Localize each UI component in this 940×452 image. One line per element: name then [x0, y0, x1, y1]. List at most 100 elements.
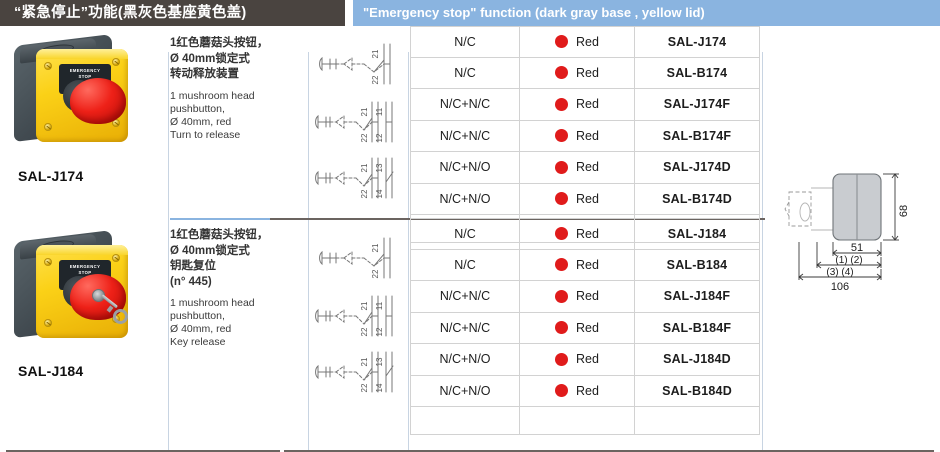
- color-label: Red: [576, 128, 599, 143]
- terminal-label: 11: [375, 107, 384, 116]
- table-row[interactable]: N/C+N/O Red SAL-J174D: [410, 152, 760, 184]
- cell-part-code: SAL-J184: [635, 219, 760, 249]
- color-label: Red: [576, 320, 599, 335]
- cell-contact: N/C+N/C: [410, 89, 520, 120]
- schematic-nc-plus-no-contact: 21 22 13 14: [315, 351, 394, 393]
- column-separator-table: [762, 52, 763, 450]
- color-label: Red: [576, 257, 599, 272]
- lid-bevel: [36, 245, 128, 255]
- schematic-single-nc-contact: 21 22: [319, 43, 391, 85]
- group-divider: [170, 218, 765, 220]
- cell-part-code: SAL-B174: [635, 57, 760, 88]
- color-label: Red: [576, 289, 599, 304]
- dimension-label-1-2: (1) (2): [835, 255, 862, 266]
- terminal-label: 14: [375, 189, 384, 198]
- color-label: Red: [576, 160, 599, 175]
- product-photo-cell: EMERGENCY STOP SAL-J174: [0, 26, 170, 218]
- cell-part-code: SAL-B184: [635, 249, 760, 280]
- cell-part-code: SAL-B174D: [635, 183, 760, 214]
- product-part-label: SAL-J184: [18, 363, 84, 379]
- red-dot-icon: [555, 66, 569, 80]
- red-dot-icon: [555, 227, 569, 241]
- table-row[interactable]: N/C+N/C Red SAL-B184F: [410, 312, 760, 344]
- table-row[interactable]: N/C+N/C Red SAL-J174F: [410, 89, 760, 121]
- header-gap: [345, 0, 353, 26]
- table-row[interactable]: N/C Red SAL-B174: [410, 57, 760, 89]
- table-row[interactable]: N/C+N/C Red SAL-B174F: [410, 120, 760, 152]
- screw-icon: [112, 58, 120, 66]
- description-chinese: 1红色蘑菇头按钮， Ø 40mm锁定式 钥匙复位 (n° 445): [170, 229, 269, 288]
- schematic-cell: 21 22 21 22 11 12: [310, 218, 410, 408]
- cell-color: Red: [520, 27, 635, 57]
- red-dot-icon: [555, 384, 569, 398]
- cell-contact: N/C: [410, 219, 520, 249]
- table-row[interactable]: N/C Red SAL-B184: [410, 249, 760, 281]
- red-dot-icon: [555, 289, 569, 303]
- dimension-depth: 51: [851, 242, 863, 254]
- emergency-stop-station-icon: EMERGENCY STOP: [14, 33, 132, 143]
- table-row[interactable]: N/C+N/O Red SAL-B184D: [410, 375, 760, 407]
- table-row[interactable]: N/C Red SAL-J184: [410, 218, 760, 250]
- terminal-label: 21: [371, 49, 380, 58]
- terminal-label: 13: [375, 163, 384, 172]
- terminal-label: 22: [371, 75, 380, 84]
- terminal-label: 14: [375, 383, 384, 392]
- schematic-nc-plus-no-contact: 21 22 13 14: [315, 157, 394, 199]
- terminal-label: 12: [375, 133, 384, 142]
- screw-icon: [44, 123, 52, 131]
- dimension-label-3-4: (3) (4): [826, 267, 853, 278]
- emergency-stop-station-icon: EMERGENCY STOP: [14, 229, 132, 339]
- cell-part-code: SAL-J174D: [635, 152, 760, 183]
- cell-empty: [635, 407, 760, 434]
- terminal-label: 22: [360, 327, 369, 336]
- cell-part-code: SAL-B184D: [635, 375, 760, 406]
- color-label: Red: [576, 383, 599, 398]
- cell-part-code: SAL-J174F: [635, 89, 760, 120]
- product-photo: EMERGENCY STOP: [8, 229, 148, 350]
- table-row[interactable]: N/C+N/C Red SAL-J184F: [410, 281, 760, 313]
- cell-contact: N/C: [410, 27, 520, 57]
- schematic-cell: 21 22 21 22 11 12: [310, 26, 410, 218]
- color-label: Red: [576, 226, 599, 241]
- table-row[interactable]: N/C+N/O Red SAL-B174D: [410, 183, 760, 215]
- red-dot-icon: [555, 97, 569, 111]
- terminal-label: 21: [360, 107, 369, 116]
- table-row[interactable]: N/C+N/O Red SAL-J184D: [410, 344, 760, 376]
- cell-part-code: SAL-J174: [635, 27, 760, 57]
- table-row[interactable]: N/C Red SAL-J174: [410, 26, 760, 58]
- product-description-cell: 1红色蘑菇头按钮， Ø 40mm锁定式 钥匙复位 (n° 445) 1 mush…: [170, 218, 310, 408]
- cell-empty: [520, 407, 635, 434]
- cell-color: Red: [520, 281, 635, 312]
- red-dot-icon: [555, 321, 569, 335]
- red-dot-icon: [555, 192, 569, 206]
- cell-contact: N/C+N/O: [410, 183, 520, 214]
- color-label: Red: [576, 352, 599, 367]
- cell-color: Red: [520, 89, 635, 120]
- terminal-label: 21: [360, 357, 369, 366]
- column-separator-photo: [168, 52, 169, 450]
- terminal-label: 22: [371, 269, 380, 278]
- cell-color: Red: [520, 219, 635, 249]
- description-english: 1 mushroom head pushbutton, Ø 40mm, red …: [170, 89, 255, 141]
- terminal-label: 22: [360, 133, 369, 142]
- screw-icon: [44, 319, 52, 327]
- dimension-height: 68: [898, 205, 910, 217]
- color-label: Red: [576, 34, 599, 49]
- terminal-label: 21: [360, 163, 369, 172]
- cell-color: Red: [520, 57, 635, 88]
- product-part-label: SAL-J174: [18, 168, 84, 184]
- dimension-total: 106: [831, 281, 849, 293]
- cell-contact: N/C+N/O: [410, 152, 520, 183]
- terminal-label: 21: [371, 243, 380, 252]
- red-dot-icon: [555, 352, 569, 366]
- legend-line-1: EMERGENCY: [69, 68, 101, 73]
- cell-color: Red: [520, 120, 635, 151]
- terminal-label: 13: [375, 357, 384, 366]
- product-variant-table: N/C Red SAL-J174 N/C Red SAL-B174 N/C+N/…: [410, 26, 760, 243]
- red-dot-icon: [555, 35, 569, 49]
- product-variant-table: N/C Red SAL-J184 N/C Red SAL-B184 N/C+N/…: [410, 218, 760, 435]
- schematic-double-nc-contact: 21 22 11 12: [315, 101, 393, 143]
- cell-color: Red: [520, 183, 635, 214]
- terminal-label: 11: [375, 301, 384, 310]
- column-separator-description: [308, 52, 309, 450]
